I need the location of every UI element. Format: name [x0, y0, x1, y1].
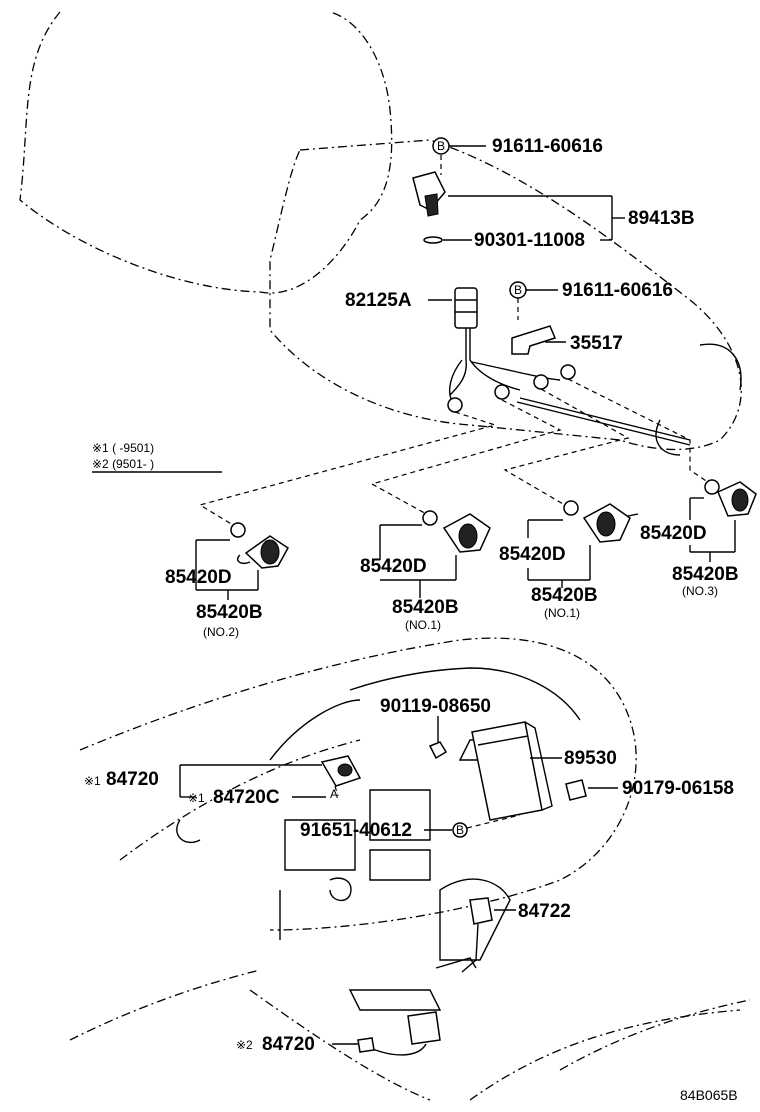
svg-text:※2 (9501- ): ※2 (9501- )	[92, 457, 154, 471]
oring-90301	[423, 236, 472, 244]
speaker-no1-a	[379, 510, 491, 598]
mark-note1-a: ※1	[84, 774, 101, 788]
label-no1-b: (NO.1)	[544, 606, 580, 620]
screw-90119	[428, 716, 448, 760]
label-90119-08650: 90119-08650	[380, 696, 491, 717]
bolt-91611-mid: B	[509, 281, 558, 320]
label-85420B-no3: 85420B	[672, 564, 739, 585]
mark-note2: ※2	[236, 1038, 253, 1052]
illustration-code: 84B065B	[680, 1087, 738, 1103]
label-82125A: 82125A	[345, 290, 412, 311]
label-90179-06158: 90179-06158	[622, 778, 734, 799]
label-84720-floor: 84720	[262, 1034, 315, 1055]
label-no1-a: (NO.1)	[405, 618, 441, 632]
label-35517: 35517	[570, 333, 623, 354]
label-85420B-no1-b: 85420B	[531, 585, 598, 606]
label-85420B-no2: 85420B	[196, 602, 263, 623]
applicability-note: ※1 ( -9501) ※2 (9501- )	[92, 441, 222, 473]
speaker-no1-b	[527, 500, 639, 588]
ecu-89530	[471, 721, 562, 821]
connector-82125A	[428, 287, 691, 446]
label-85420D-no3: 85420D	[640, 523, 707, 544]
label-91611-60616-mid: 91611-60616	[562, 280, 673, 301]
svg-text:B: B	[456, 823, 464, 837]
clip-90179	[565, 779, 618, 801]
bracket-35517	[511, 325, 566, 355]
sensor-89413B	[412, 155, 625, 241]
label-85420B-no1-a: 85420B	[392, 597, 459, 618]
nut-91651: B	[424, 814, 521, 838]
vehicle-outline-upper	[19, 11, 742, 456]
speaker-no3	[689, 479, 757, 562]
label-85420D-no1-b: 85420D	[499, 544, 566, 565]
label-89413B: 89413B	[628, 208, 695, 229]
bolt-91611-top: B	[432, 137, 486, 155]
label-84720C: 84720C	[213, 787, 280, 808]
speaker-no2	[195, 522, 289, 600]
label-85420D-no1-a: 85420D	[360, 556, 427, 577]
sensor-84720-front	[179, 755, 362, 798]
svg-text:B: B	[437, 139, 445, 153]
label-90301-11008: 90301-11008	[474, 230, 585, 251]
label-89530: 89530	[564, 748, 617, 769]
label-91611-60616-top: 91611-60616	[492, 136, 603, 157]
label-no3: (NO.3)	[682, 584, 718, 598]
label-84720-front: 84720	[106, 769, 159, 790]
sensor-84722	[435, 897, 516, 973]
harness-leads	[198, 378, 713, 529]
sensor-84720-floor	[332, 1011, 441, 1056]
letter-A: A	[330, 787, 338, 801]
svg-text:※1 ( -9501): ※1 ( -9501)	[92, 441, 154, 455]
label-85420D-no2: 85420D	[165, 567, 232, 588]
svg-text:B: B	[514, 283, 522, 297]
label-84722: 84722	[518, 901, 571, 922]
mark-note1-b: ※1	[188, 791, 205, 805]
label-no2: (NO.2)	[203, 625, 239, 639]
label-91651-40612: 91651-40612	[300, 820, 412, 841]
